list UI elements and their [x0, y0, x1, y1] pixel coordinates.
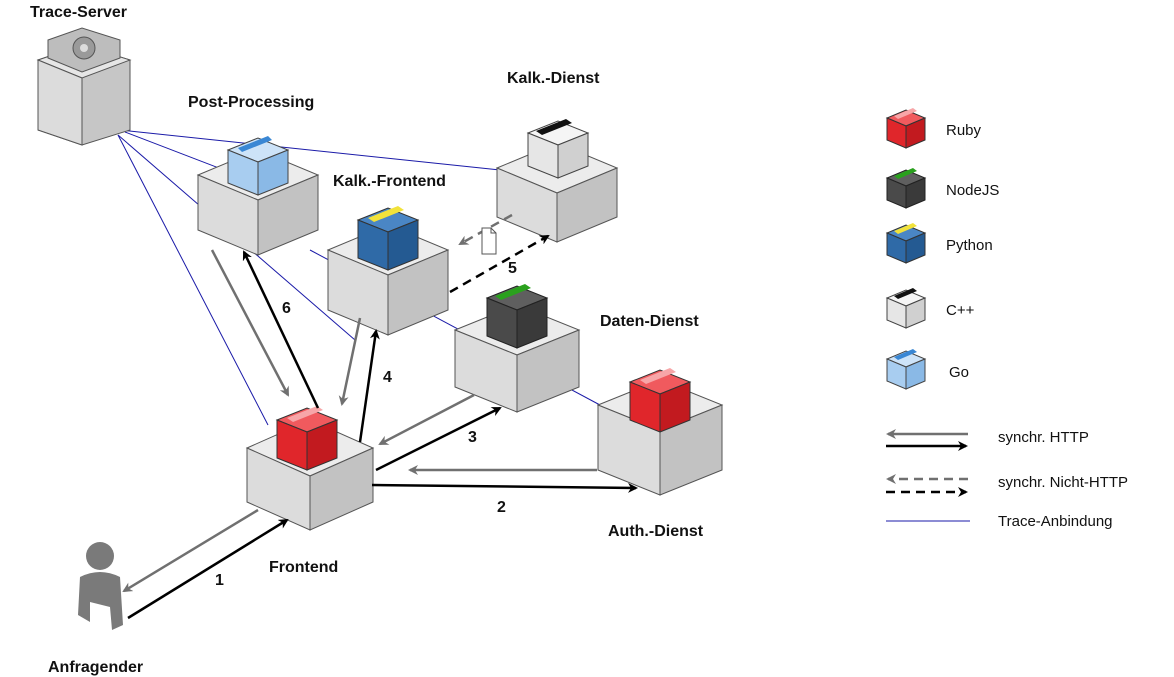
legend-ruby: Ruby	[885, 108, 982, 149]
cpp-package-icon	[526, 119, 590, 179]
daten-dienst-label: Daten-Dienst	[600, 313, 699, 330]
step-number: 6	[282, 300, 291, 317]
step-number: 4	[383, 369, 392, 386]
frontend-label: Frontend	[269, 559, 338, 576]
legend-label-trace: Trace-Anbindung	[998, 513, 1113, 530]
arrow-3-response	[378, 393, 475, 446]
arrow-5-request	[449, 234, 550, 294]
auth-dienst-label: Auth.-Dienst	[608, 523, 704, 540]
kalk-frontend-cube	[326, 206, 450, 336]
legend-label-cpp: C++	[946, 302, 975, 319]
trace-server-label: Trace-Server	[30, 4, 127, 21]
kalk-dienst-cube	[495, 119, 619, 243]
legend-label-http: synchr. HTTP	[998, 429, 1089, 446]
ruby-package-icon	[628, 368, 692, 433]
arrow-4-request	[358, 329, 380, 443]
arrow-5-response	[458, 213, 513, 246]
anfragender-label: Anfragender	[48, 659, 143, 676]
legend-non-http: synchr. Nicht-HTTP	[886, 474, 1128, 497]
arrow-1-request	[127, 518, 289, 620]
kalk-frontend-label: Kalk.-Frontend	[333, 173, 446, 190]
auth-dienst-cube	[596, 368, 724, 496]
legend-label-nodejs: NodeJS	[946, 182, 999, 199]
arrow-2-request	[371, 482, 638, 493]
trace-line-kalk-dienst	[119, 129, 501, 171]
legend-nodejs: NodeJS	[885, 168, 999, 209]
python-package-icon	[356, 206, 420, 271]
step-number: 5	[508, 260, 517, 277]
legend-label-ruby: Ruby	[946, 122, 982, 139]
document-icon	[481, 227, 497, 255]
legend-cpp: C++	[885, 288, 975, 329]
post-processing-label: Post-Processing	[188, 94, 314, 111]
legend-go: Go	[885, 349, 969, 390]
legend-trace: Trace-Anbindung	[886, 513, 1113, 530]
arrow-4-response	[338, 317, 362, 406]
legend-http: synchr. HTTP	[886, 429, 1089, 451]
trace-line-frontend	[117, 134, 269, 426]
postprocessing-cube	[196, 136, 320, 256]
arrows	[122, 213, 638, 620]
step-number: 1	[215, 572, 224, 589]
step-number: 2	[497, 499, 506, 516]
legend-label-python: Python	[946, 237, 993, 254]
arrow-3-request	[375, 406, 502, 472]
frontend-cube	[245, 406, 375, 531]
arrow-6-response	[210, 249, 290, 397]
ruby-package-icon	[275, 406, 339, 471]
trace-server	[36, 27, 132, 146]
daten-dienst-cube	[453, 284, 581, 413]
nodejs-package-icon	[485, 284, 549, 349]
legend: Ruby NodeJS Python C++ G	[885, 108, 1128, 530]
person-icon	[78, 542, 123, 630]
legend-label-go: Go	[949, 364, 969, 381]
legend-label-non-http: synchr. Nicht-HTTP	[998, 474, 1128, 491]
arrow-6-request	[242, 250, 320, 409]
legend-python: Python	[885, 223, 993, 264]
go-package-icon	[226, 136, 290, 196]
step-number: 3	[468, 429, 477, 446]
arrow-1-response	[122, 508, 259, 593]
kalk-dienst-label: Kalk.-Dienst	[507, 70, 600, 87]
